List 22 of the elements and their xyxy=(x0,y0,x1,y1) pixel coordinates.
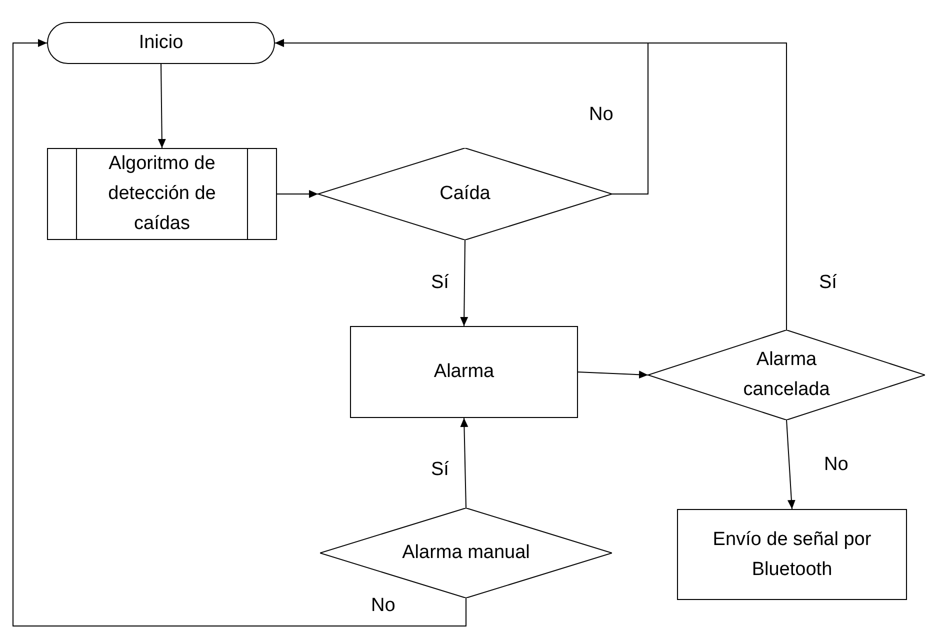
predefined-process-box xyxy=(47,148,277,240)
node-label: Alarma cancelada xyxy=(742,348,831,402)
arrow xyxy=(460,240,468,326)
decision-diamond xyxy=(320,508,612,598)
node-label: Caída xyxy=(438,182,492,206)
arrow xyxy=(274,39,787,330)
arrow xyxy=(460,418,468,508)
node-label: Envío de señal por Bluetooth xyxy=(712,528,872,582)
start-terminator xyxy=(47,22,275,64)
node-label: Alarma xyxy=(432,360,496,384)
arrow xyxy=(12,39,466,626)
node-label: Algoritmo de detección de caídas xyxy=(107,152,217,236)
arrow xyxy=(276,190,318,198)
process-box xyxy=(350,326,578,418)
node-label: Alarma manual xyxy=(401,541,531,565)
arrow xyxy=(786,420,796,510)
process-box xyxy=(677,509,907,600)
decision-diamond xyxy=(648,330,925,420)
arrow xyxy=(158,64,166,148)
decision-diamond xyxy=(318,148,612,240)
arrow xyxy=(578,370,648,379)
node-label: Inicio xyxy=(138,31,184,55)
